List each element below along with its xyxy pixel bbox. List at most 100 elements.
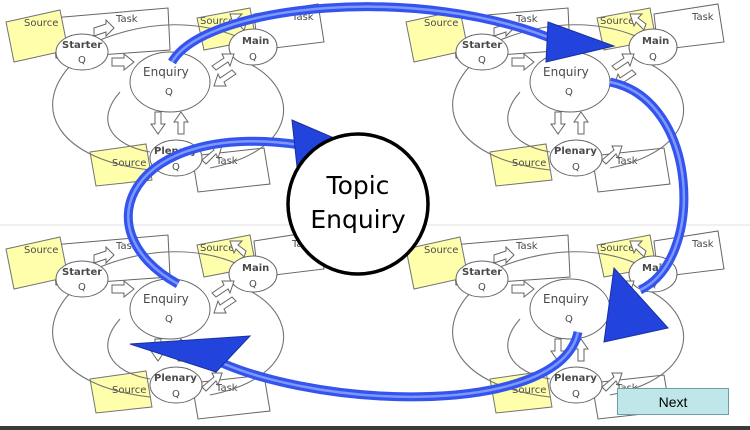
task-note-bottom: Task xyxy=(191,374,271,420)
task-note-bottom: Task xyxy=(591,147,671,193)
plenary-label: Plenary xyxy=(554,146,597,157)
hollow-arrow-plenary-task xyxy=(601,145,623,165)
cycle-loop-right xyxy=(609,63,684,169)
starter-label: Starter xyxy=(462,267,502,278)
hollow-arrow-down xyxy=(550,111,566,135)
cycle-loop-top xyxy=(499,24,641,41)
enquiry-q-label: Q xyxy=(165,87,173,98)
cycle-bottom-right: Task Source Task Source Task Source xyxy=(405,230,725,420)
task-label: Task xyxy=(515,241,538,252)
starter-label: Starter xyxy=(62,40,102,51)
cycle-loop-top xyxy=(499,251,641,268)
cycle-loop-right xyxy=(209,290,284,396)
task-label: Task xyxy=(291,12,314,23)
starter-q-label: Q xyxy=(78,282,86,293)
hollow-arrow-starter-enquiry xyxy=(511,279,535,299)
main-q-label: Q xyxy=(649,52,657,63)
hollow-arrow-note-main xyxy=(629,240,647,258)
hollow-arrow-starter-enquiry xyxy=(111,279,135,299)
cycle-loop-upper xyxy=(52,292,151,398)
blue-arrow-bottom xyxy=(129,330,583,402)
source-label: Source xyxy=(512,158,546,169)
source-label: Source xyxy=(424,18,458,29)
hollow-arrow-note-starter xyxy=(93,18,115,38)
hollow-arrow-note-main xyxy=(229,240,247,258)
task-note-bottom: Task xyxy=(191,147,271,193)
cycle-loop-upper xyxy=(452,292,551,398)
main-label: Main xyxy=(242,36,269,47)
starter-node: Starter Q xyxy=(455,33,509,71)
enquiry-label: Enquiry xyxy=(143,65,189,79)
plenary-node: Plenary Q xyxy=(549,139,603,177)
source-label: Source xyxy=(200,16,234,27)
source-label: Source xyxy=(24,245,58,256)
cycle-bottom-left: Task Source Task Source Task Source xyxy=(5,230,325,420)
starter-q-label: Q xyxy=(478,55,486,66)
cycle-loop-left xyxy=(107,91,151,153)
starter-label: Starter xyxy=(462,40,502,51)
plenary-q-label: Q xyxy=(572,389,580,400)
cycle-loop-right xyxy=(609,290,684,396)
hollow-arrow-enquiry-main xyxy=(211,280,235,298)
task-label: Task xyxy=(115,14,138,25)
task-label: Task xyxy=(615,156,638,167)
starter-q-label: Q xyxy=(78,55,86,66)
topic-enquiry-circle: Topic Enquiry xyxy=(286,132,430,276)
cycle-loop-top xyxy=(99,251,241,268)
hollow-arrow-plenary-task xyxy=(601,372,623,392)
task-label: Task xyxy=(691,12,714,23)
enquiry-node: Enquiry Q xyxy=(529,278,611,340)
task-label: Task xyxy=(215,156,238,167)
source-label: Source xyxy=(600,243,634,254)
hollow-arrow-starter-enquiry xyxy=(511,52,535,72)
hollow-arrow-main-enquiry xyxy=(213,296,237,314)
hollow-arrow-note-starter xyxy=(493,245,515,265)
enquiry-node: Enquiry Q xyxy=(129,278,211,340)
source-label: Source xyxy=(512,385,546,396)
starter-label: Starter xyxy=(62,267,102,278)
hollow-arrow-enquiry-main xyxy=(211,53,235,71)
main-label: Main xyxy=(242,263,269,274)
hollow-arrow-down xyxy=(150,111,166,135)
topic-title-line2: Enquiry xyxy=(310,205,406,234)
enquiry-node: Enquiry Q xyxy=(529,51,611,113)
cycle-loop-upper xyxy=(52,65,151,171)
main-node: Main Q xyxy=(228,255,278,293)
cycle-loop-left xyxy=(107,318,151,380)
hollow-arrow-up xyxy=(573,111,589,135)
plenary-q-label: Q xyxy=(172,389,180,400)
hollow-arrow-main-enquiry xyxy=(213,69,237,87)
cycle-loop-upper xyxy=(452,65,551,171)
enquiry-node: Enquiry Q xyxy=(129,51,211,113)
starter-node: Starter Q xyxy=(55,260,109,298)
enquiry-q-label: Q xyxy=(565,87,573,98)
enquiry-q-label: Q xyxy=(165,314,173,325)
task-label: Task xyxy=(691,239,714,250)
main-label: Main xyxy=(642,263,669,274)
enquiry-label: Enquiry xyxy=(543,292,589,306)
task-label: Task xyxy=(215,383,238,394)
plenary-node: Plenary Q xyxy=(549,366,603,404)
next-button[interactable]: Next xyxy=(617,388,729,415)
task-label: Task xyxy=(115,241,138,252)
source-label: Source xyxy=(600,16,634,27)
source-label: Source xyxy=(24,18,58,29)
hollow-arrow-up xyxy=(173,111,189,135)
topic-title-line1: Topic xyxy=(326,171,390,200)
starter-node: Starter Q xyxy=(455,260,509,298)
blue-arrow-right xyxy=(603,77,689,343)
hollow-arrow-enquiry-main xyxy=(611,53,635,71)
cycle-loop-right xyxy=(209,63,284,169)
source-label: Source xyxy=(112,385,146,396)
task-label: Task xyxy=(515,14,538,25)
starter-node: Starter Q xyxy=(55,33,109,71)
plenary-q-label: Q xyxy=(572,162,580,173)
main-node: Main Q xyxy=(628,28,678,66)
cycle-top-right: Task Source Task Source Task Source xyxy=(405,3,725,193)
hollow-arrow-plenary-task xyxy=(201,372,223,392)
starter-q-label: Q xyxy=(478,282,486,293)
main-node: Main Q xyxy=(228,28,278,66)
cycle-loop-top xyxy=(99,24,241,41)
hollow-arrow-note-starter xyxy=(93,245,115,265)
